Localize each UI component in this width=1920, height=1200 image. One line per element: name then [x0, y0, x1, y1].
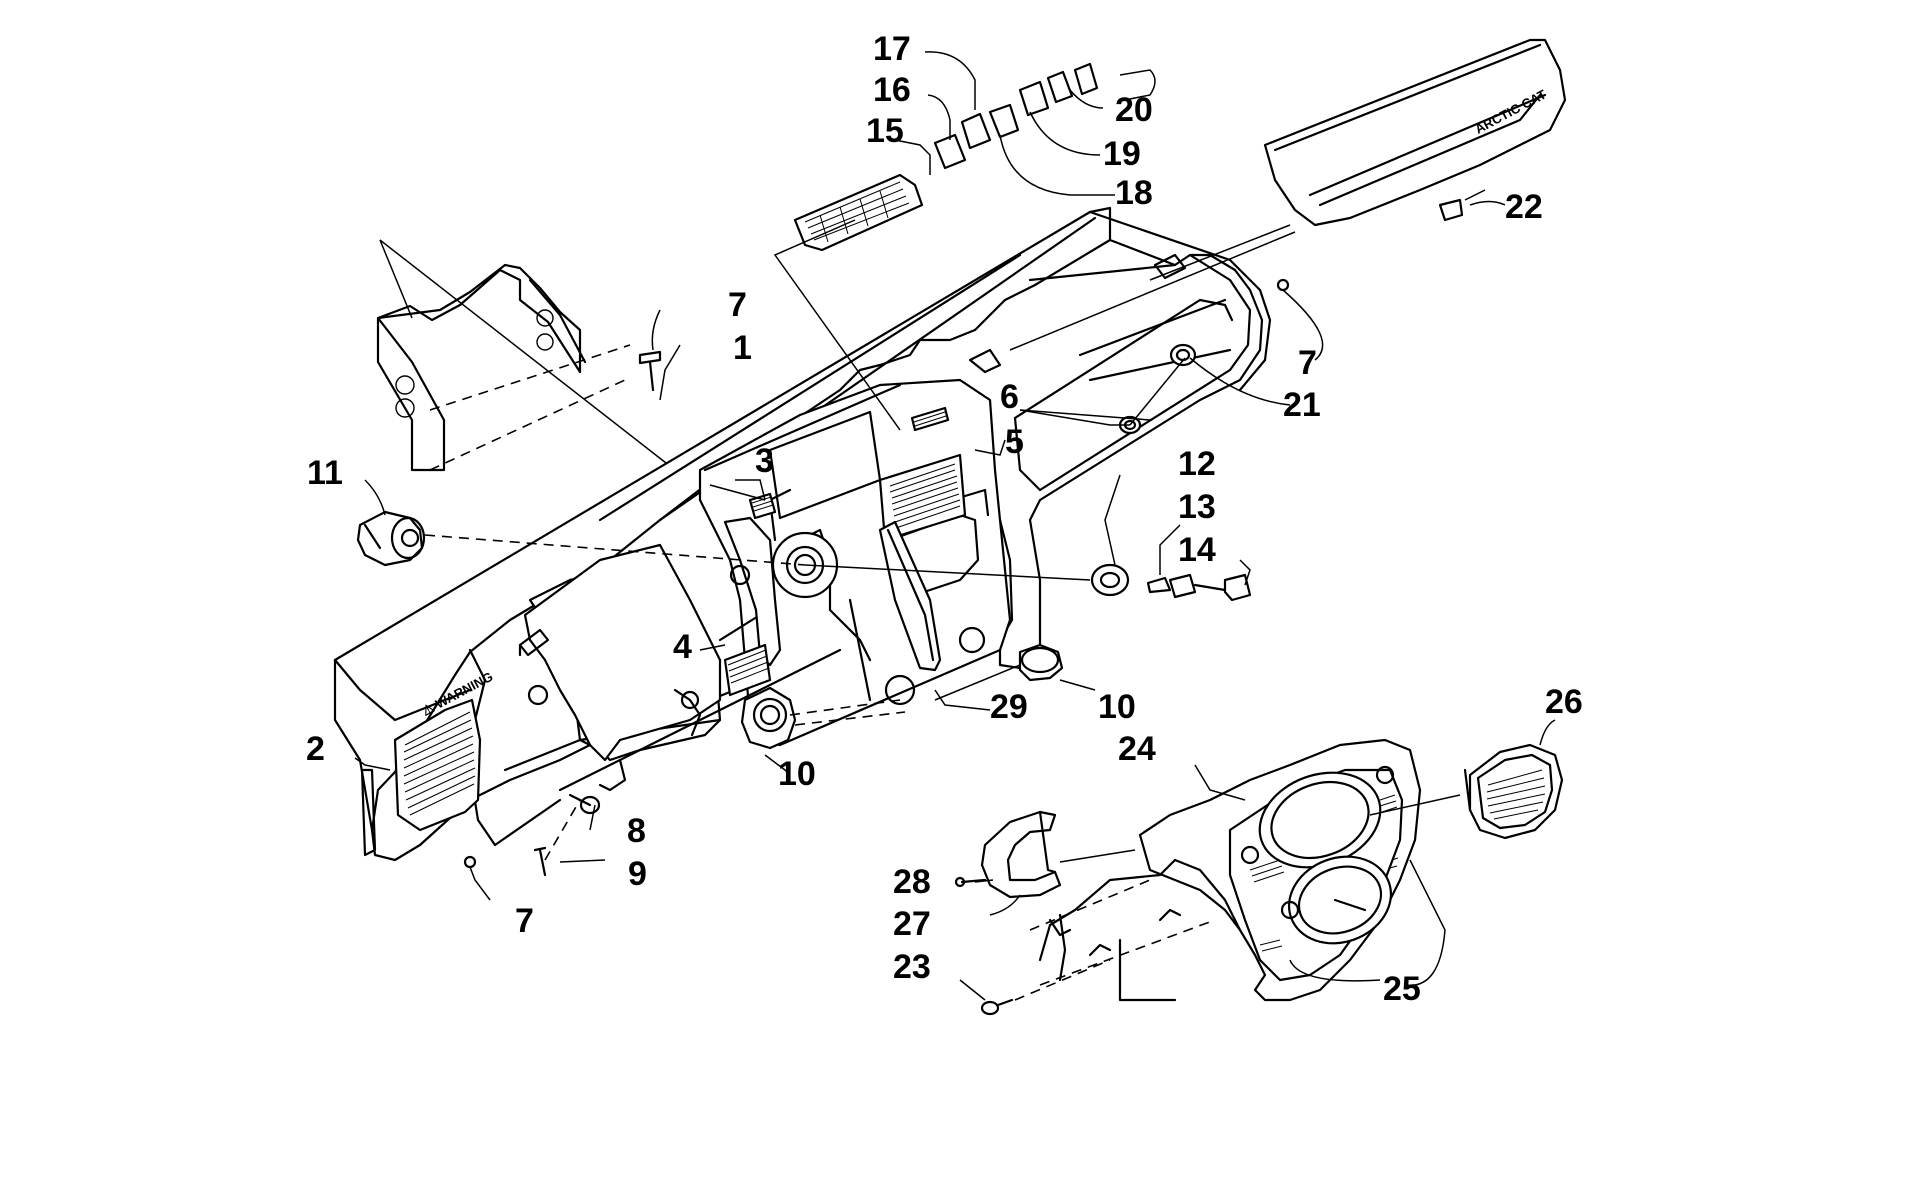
callout-16: 16: [873, 71, 911, 109]
mounting-bracket: [376, 239, 676, 472]
callout-10-right: 10: [1098, 688, 1136, 726]
callout-7-right: 7: [1298, 344, 1317, 382]
callout-5: 5: [1005, 423, 1024, 461]
top-trim-panel-22: ARCTIC CAT: [1009, 38, 1567, 351]
callout-3: 3: [755, 442, 774, 480]
vent-and-switches: [773, 62, 1099, 431]
switch-part-11: [356, 510, 806, 567]
gauge-cluster-housing: [1138, 738, 1422, 1002]
callout-21: 21: [1283, 386, 1321, 424]
callout-11: 11: [307, 454, 343, 492]
callout-25: 25: [1383, 970, 1421, 1008]
callout-7-top: 7: [728, 286, 747, 324]
callout-14: 14: [1178, 531, 1216, 569]
plug-cap-right: [934, 643, 1064, 701]
callout-2: 2: [306, 730, 325, 768]
callout-12: 12: [1178, 445, 1216, 483]
fasteners-7-8-9: [463, 278, 1290, 877]
callout-19: 19: [1103, 135, 1141, 173]
callout-7-bottom: 7: [515, 902, 534, 940]
callout-26: 26: [1545, 683, 1583, 721]
dash-panel: ⚠ WARNING: [333, 206, 1272, 862]
gauge-face-26: [1369, 743, 1564, 840]
callout-18: 18: [1115, 174, 1153, 212]
callout-1: 1: [733, 329, 752, 367]
callout-20: 20: [1115, 91, 1153, 129]
callout-labels: 17 16 15 20 19 18 22 7 1 7 6 21 5 3 11 1…: [306, 30, 1583, 1008]
grommet-21: [1169, 343, 1197, 367]
callout-15: 15: [866, 112, 904, 150]
callout-24: 24: [1118, 730, 1156, 768]
callout-23: 23: [893, 948, 931, 986]
callout-22: 22: [1505, 188, 1543, 226]
leader-lines: [354, 51, 1556, 1001]
callout-13: 13: [1178, 488, 1216, 526]
callout-17: 17: [873, 30, 911, 68]
callout-29: 29: [990, 688, 1028, 726]
callout-10-left: 10: [778, 755, 816, 793]
callout-9: 9: [628, 855, 647, 893]
callout-27: 27: [893, 905, 931, 943]
plug-socket-lower: [740, 686, 906, 750]
bezel-ring-27: [980, 810, 1136, 899]
ignition-parts: [804, 563, 1252, 602]
callout-4: 4: [673, 628, 692, 666]
callout-28: 28: [893, 863, 931, 901]
screws-23-28: [954, 858, 1242, 1016]
callout-6: 6: [1000, 378, 1019, 416]
callout-8: 8: [627, 812, 646, 850]
